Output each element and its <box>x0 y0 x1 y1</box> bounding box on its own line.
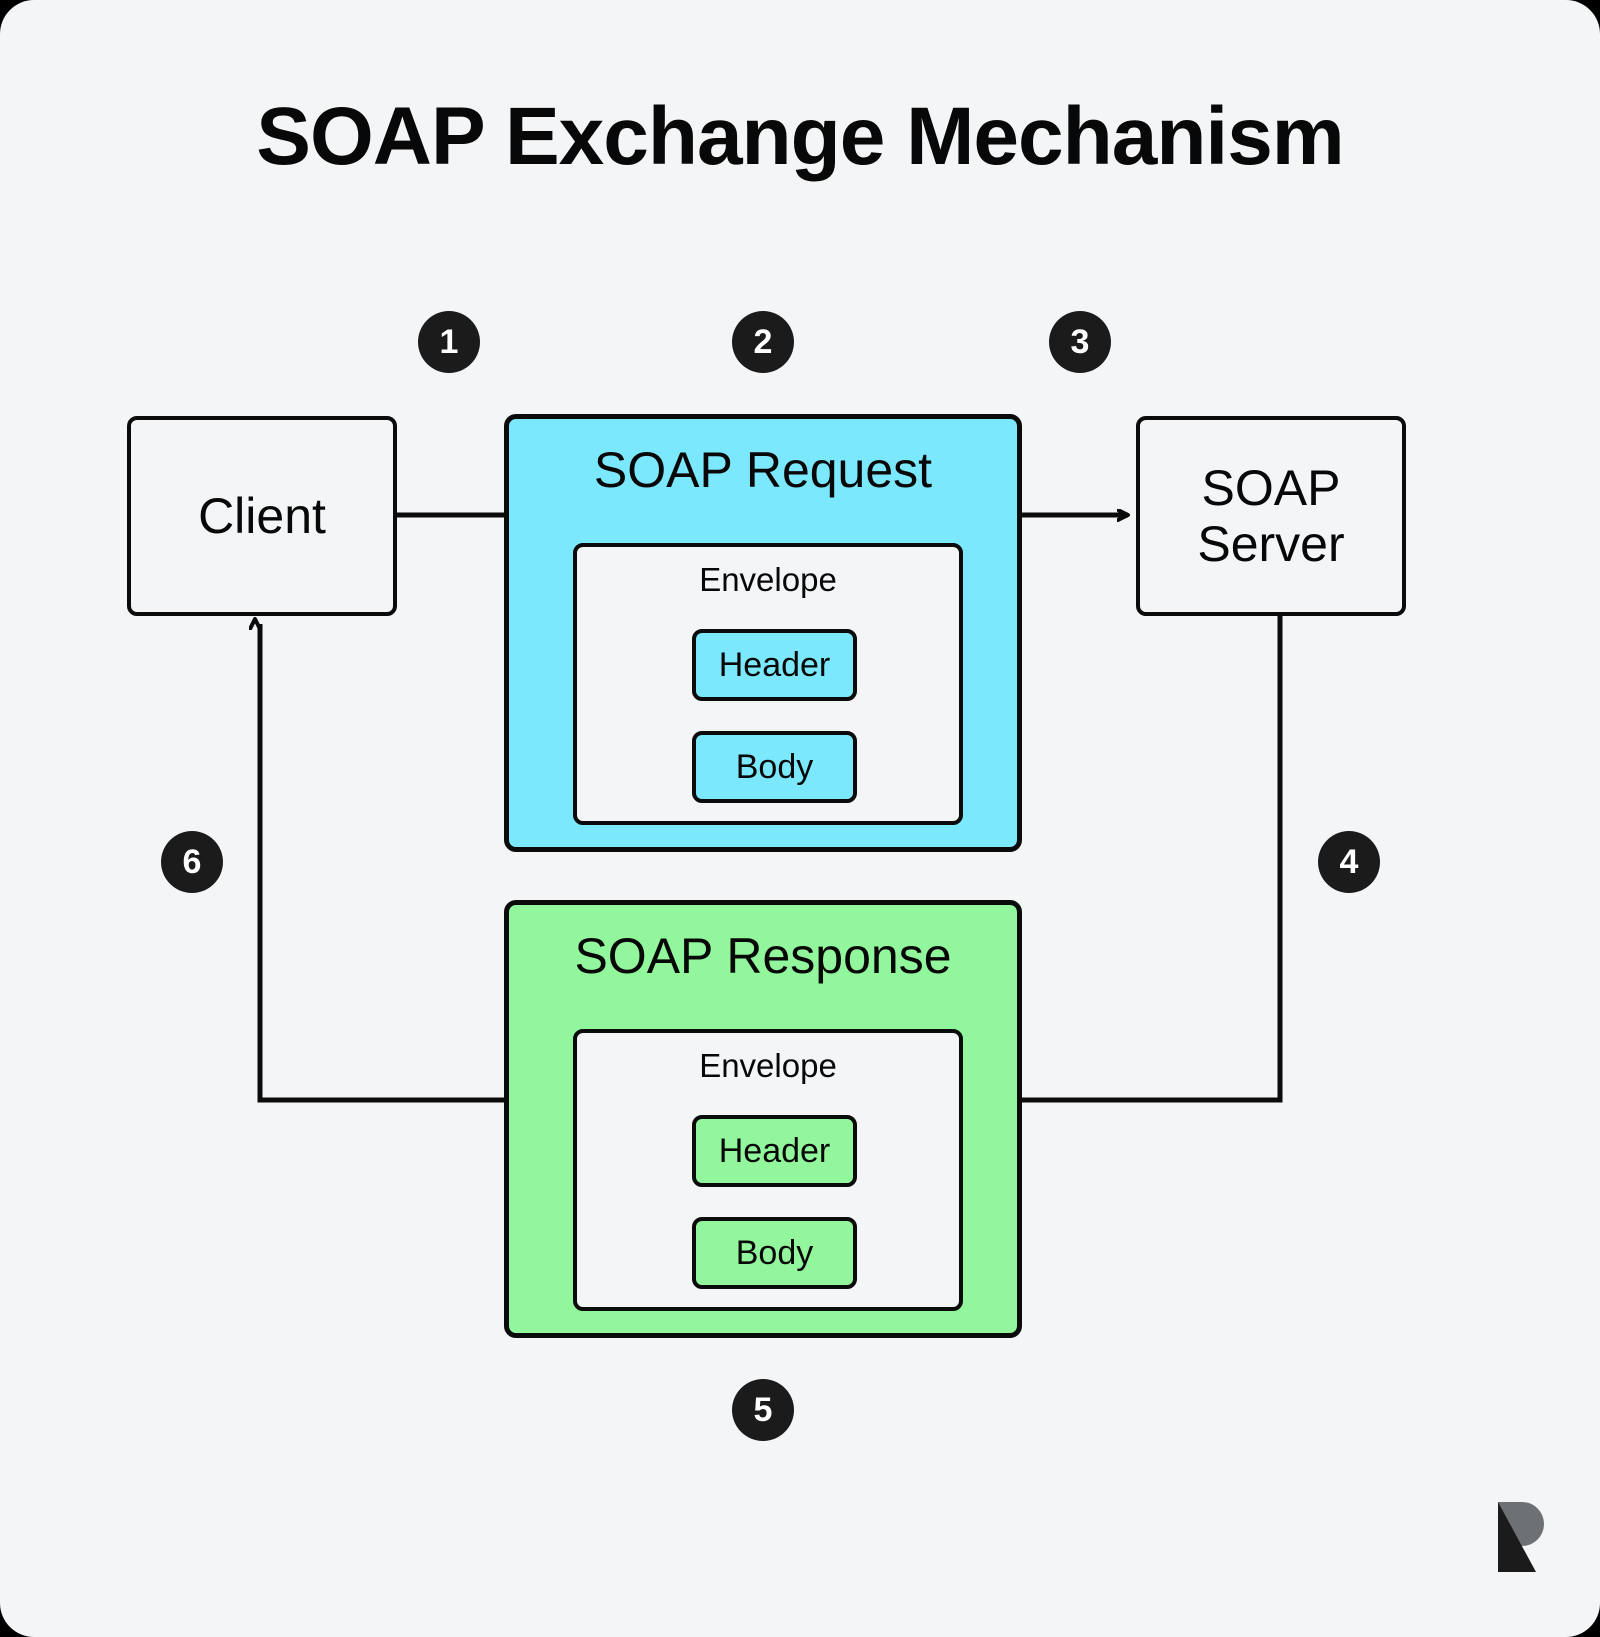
r-logo-icon <box>1498 1502 1544 1572</box>
page-title: SOAP Exchange Mechanism <box>256 91 1344 182</box>
request-header-label: Header <box>718 645 831 684</box>
soap-server-label: SOAP Server <box>1197 460 1344 572</box>
request-body-label: Body <box>735 747 814 786</box>
edge-response-to-client <box>260 624 504 1103</box>
step-badge-5: 5 <box>732 1379 794 1441</box>
step-badge-1-number: 1 <box>439 322 459 361</box>
request-envelope-label: Envelope <box>699 561 837 598</box>
soap-request-box[interactable]: SOAP Request Envelope Header Body <box>504 414 1022 852</box>
response-header-label: Header <box>718 1131 831 1170</box>
response-body-label: Body <box>735 1233 814 1272</box>
request-envelope-box: Envelope Header Body <box>573 543 963 825</box>
step-badge-4-number: 4 <box>1339 842 1359 881</box>
response-envelope-label: Envelope <box>699 1047 837 1084</box>
request-body-part[interactable]: Body <box>692 731 857 803</box>
response-header-part[interactable]: Header <box>692 1115 857 1187</box>
soap-server-label-line2: Server <box>1197 516 1345 572</box>
step-badge-5-number: 5 <box>753 1390 773 1429</box>
request-header-part[interactable]: Header <box>692 629 857 701</box>
edge-server-to-response <box>1022 616 1283 1103</box>
soap-response-box[interactable]: SOAP Response Envelope Header Body <box>504 900 1022 1338</box>
step-badge-2-number: 2 <box>753 322 773 361</box>
step-badge-3: 3 <box>1049 311 1111 373</box>
step-badge-2: 2 <box>732 311 794 373</box>
soap-response-title: SOAP Response <box>574 928 952 984</box>
client-node[interactable]: Client <box>127 416 397 616</box>
client-label: Client <box>198 488 326 544</box>
soap-server-node[interactable]: SOAP Server <box>1136 416 1406 616</box>
step-badge-4: 4 <box>1318 831 1380 893</box>
response-envelope-box: Envelope Header Body <box>573 1029 963 1311</box>
step-badge-6-number: 6 <box>182 842 202 881</box>
soap-server-label-line1: SOAP <box>1201 460 1341 516</box>
soap-request-title: SOAP Request <box>593 442 933 498</box>
response-body-part[interactable]: Body <box>692 1217 857 1289</box>
step-badge-1: 1 <box>418 311 480 373</box>
step-badge-3-number: 3 <box>1070 322 1090 361</box>
step-badge-6: 6 <box>161 831 223 893</box>
